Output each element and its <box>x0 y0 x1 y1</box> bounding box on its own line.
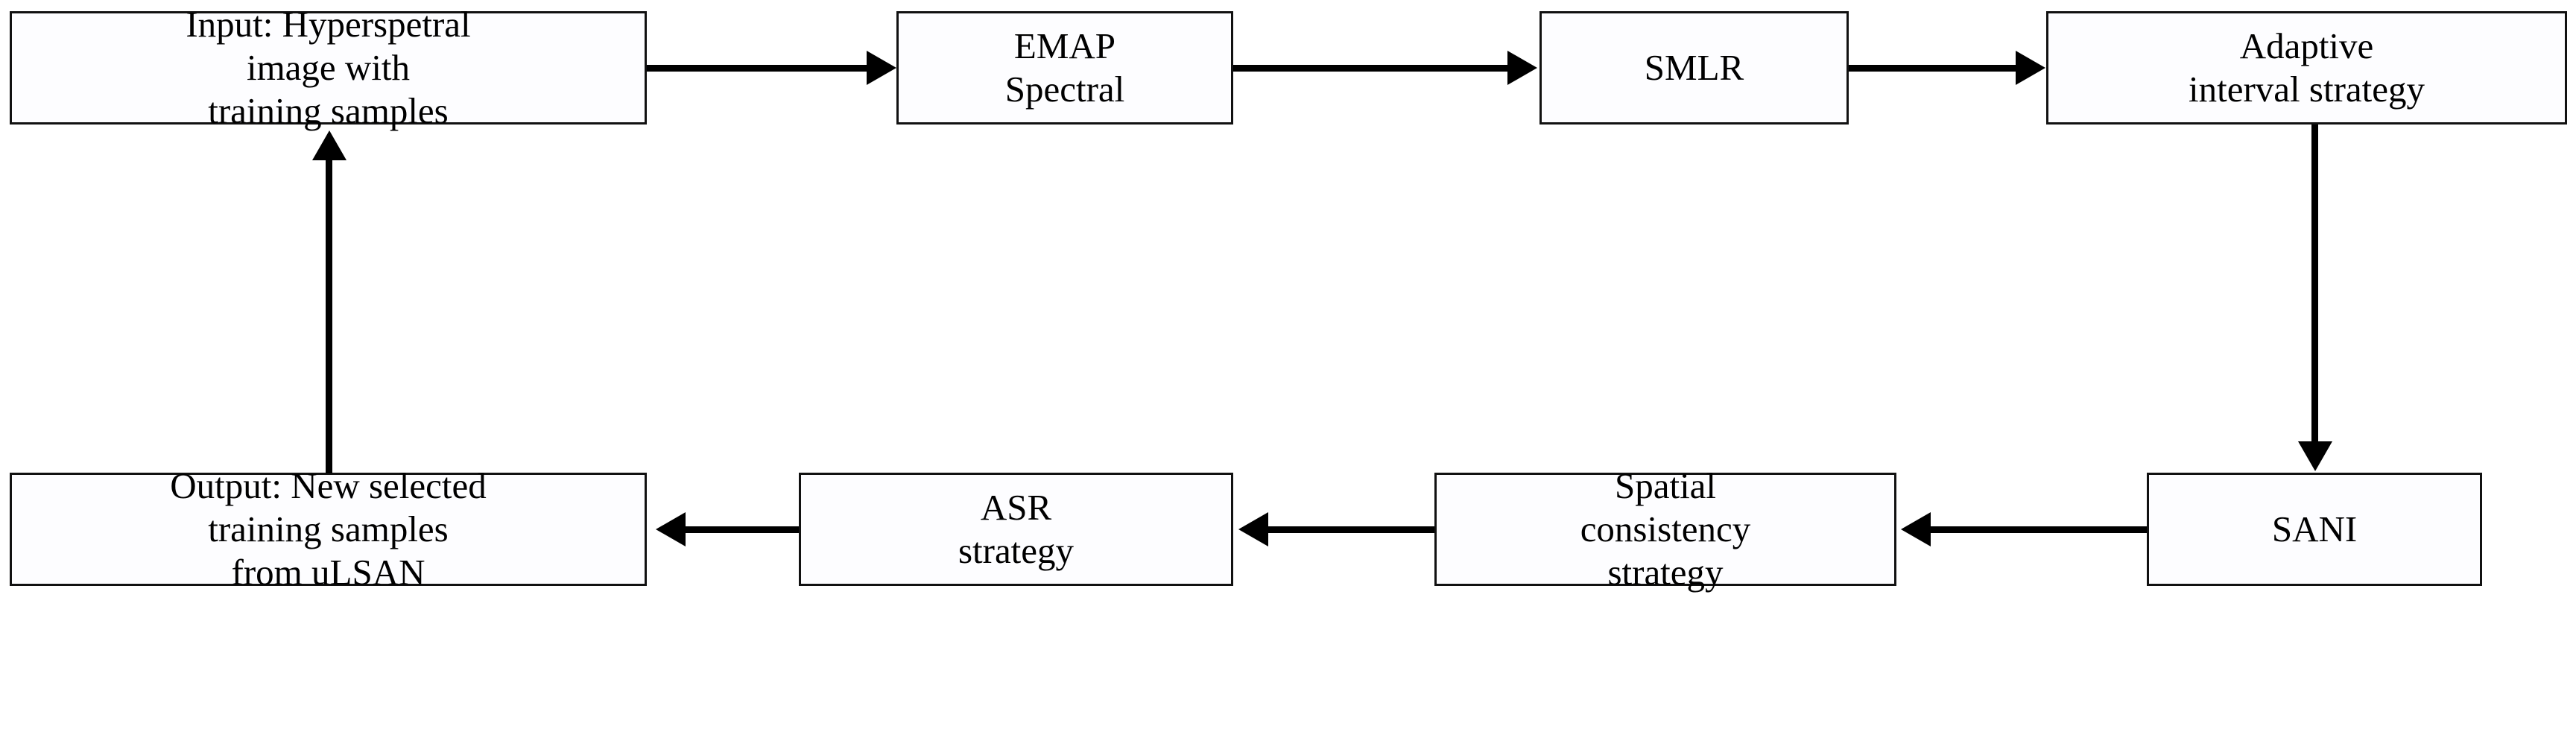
node-output-label: Output: New selected training samples fr… <box>170 465 487 593</box>
node-output-new-selected-training-samples[interactable]: Output: New selected training samples fr… <box>10 465 647 593</box>
node-adaptive-interval-strategy[interactable]: Adaptive interval strategy <box>2046 11 2567 125</box>
node-spatial-label: Spatial consistency strategy <box>1580 465 1751 593</box>
arrowhead-down-icon <box>2298 441 2332 471</box>
arrowhead-left-icon <box>1238 512 1268 546</box>
edge-sani-to-spatial <box>1931 526 2147 533</box>
node-emap-label: EMAP Spectral <box>1004 25 1125 110</box>
node-asr-strategy[interactable]: ASR strategy <box>799 473 1233 586</box>
node-emap-spectral[interactable]: EMAP Spectral <box>896 11 1233 125</box>
arrowhead-right-icon <box>2016 51 2045 85</box>
arrowhead-left-icon <box>656 512 686 546</box>
edge-adaptive-to-sani <box>2311 125 2318 445</box>
edge-input-to-emap <box>647 65 870 72</box>
node-spatial-consistency-strategy[interactable]: Spatial consistency strategy <box>1434 465 1896 593</box>
node-smlr[interactable]: SMLR <box>1539 11 1849 125</box>
node-smlr-label: SMLR <box>1644 47 1744 89</box>
arrowhead-right-icon <box>1507 51 1537 85</box>
edge-smlr-to-adaptive <box>1849 65 2019 72</box>
arrowhead-left-icon <box>1901 512 1931 546</box>
arrowhead-up-icon <box>312 130 346 160</box>
arrowhead-right-icon <box>867 51 896 85</box>
node-sani-label: SANI <box>2271 508 2358 550</box>
edge-spatial-to-asr <box>1268 526 1434 533</box>
edge-asr-to-output <box>686 526 799 533</box>
edge-output-to-input <box>326 160 332 473</box>
node-adaptive-label: Adaptive interval strategy <box>2188 25 2425 110</box>
node-input-label: Input: Hyperspetral image with training … <box>186 4 471 131</box>
edge-emap-to-smlr <box>1233 65 1510 72</box>
node-asr-label: ASR strategy <box>958 487 1075 571</box>
node-input-hyperspectral-image[interactable]: Input: Hyperspetral image with training … <box>10 4 647 131</box>
node-sani[interactable]: SANI <box>2147 473 2482 586</box>
